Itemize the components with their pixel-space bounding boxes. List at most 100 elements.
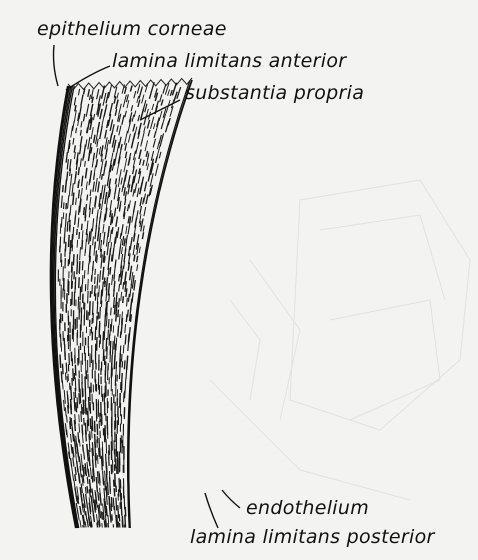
stroma-fiber-dash: [82, 261, 83, 270]
leader-lamina-posterior: [205, 493, 218, 528]
stroma-fiber-dash: [65, 227, 66, 237]
stroma-fiber-dash: [119, 314, 120, 325]
stroma-fiber-dash: [86, 511, 87, 521]
stroma-fiber-dash: [83, 465, 84, 477]
stroma-fiber-dash: [114, 488, 115, 496]
stroma-fiber-dash: [117, 125, 118, 131]
stroma-fiber-dash: [110, 350, 111, 362]
stroma-fiber-dash: [134, 280, 135, 290]
stroma-fiber-dash: [89, 197, 91, 210]
section-top-edge: [68, 78, 192, 90]
stroma-fiber-dash: [91, 127, 93, 139]
stroma-fiber-dash: [105, 192, 107, 204]
stroma-fiber-dash: [79, 206, 80, 215]
stroma-fiber-dash: [79, 415, 80, 423]
stroma-fiber-dash: [120, 331, 121, 338]
stroma-fiber-dash: [107, 242, 109, 255]
stroma-fiber-dash: [119, 514, 120, 521]
stroma-fiber-dash: [114, 275, 115, 281]
stroma-fiber-dash: [100, 109, 102, 119]
stroma-fiber-dash: [111, 319, 112, 332]
stroma-fiber-dash: [138, 115, 140, 121]
stroma-fiber-dash: [69, 186, 70, 197]
stroma-fiber-dash: [138, 100, 140, 108]
stroma-fiber-dash: [149, 188, 151, 196]
stroma-fiber-dash: [86, 181, 87, 189]
stroma-fiber-dash: [69, 251, 70, 264]
stroma-fiber-dash: [126, 314, 127, 322]
stroma-fiber-dash: [92, 476, 93, 483]
stroma-fiber-dash: [133, 189, 134, 196]
stroma-fiber-dash: [143, 198, 144, 205]
stroma-fiber-dash: [115, 109, 117, 116]
stroma-fiber-dash: [73, 193, 74, 205]
stroma-fiber-dash: [74, 97, 75, 105]
stroma-fiber-dash: [79, 439, 80, 446]
label-lamina-limitans-anterior: lamina limitans anterior: [112, 50, 346, 72]
stroma-fiber-dash: [90, 229, 91, 242]
stroma-fiber-dash: [81, 411, 82, 422]
stroma-fiber-dash: [101, 511, 102, 519]
stroma-fiber-dash: [106, 289, 107, 302]
stroma-fiber-dash: [131, 314, 132, 322]
stroma-fiber-dash: [153, 123, 155, 129]
stroma-fiber-dash: [107, 346, 108, 359]
stroma-fiber-dash: [78, 181, 79, 188]
stroma-fiber-dash: [141, 219, 143, 232]
stroma-fiber-dash: [83, 445, 84, 452]
stroma-fiber-dash: [102, 282, 103, 297]
stroma-fiber-dash: [103, 185, 105, 199]
stroma-fiber-dash: [98, 122, 100, 132]
stroma-fiber-dash: [146, 151, 148, 157]
stroma-fiber-dash: [168, 90, 170, 96]
stroma-fiber-dash: [88, 150, 90, 161]
stroma-fiber-dash: [119, 246, 121, 260]
stroma-fiber-dash: [131, 139, 133, 148]
stroma-fiber-dash: [113, 341, 114, 355]
stroma-fiber-dash: [67, 222, 68, 232]
stroma-fiber-dash: [78, 167, 79, 175]
stroma-fiber-dash: [108, 515, 109, 524]
stroma-fiber-dash: [93, 114, 94, 120]
stroma-fiber-dash: [82, 240, 83, 249]
stroma-fiber-dash: [118, 310, 119, 318]
stroma-fiber-dash: [97, 139, 98, 147]
stroma-fiber-dash: [92, 416, 93, 431]
stroma-fiber-dash: [100, 126, 103, 139]
stroma-fiber-dash: [78, 89, 79, 95]
stroma-fiber-dash: [85, 161, 86, 167]
stroma-fiber-dash: [115, 344, 116, 357]
stroma-fiber-dash: [139, 247, 140, 253]
stroma-fiber-dash: [159, 152, 161, 159]
stroma-fiber-dash: [80, 287, 81, 301]
stroma-fiber-dash: [133, 245, 135, 255]
stroma-fiber-dash: [128, 122, 131, 133]
stroma-fiber-dash: [79, 473, 80, 483]
stroma-fiber-dash: [76, 128, 77, 134]
stroma-fiber-dash: [119, 284, 120, 292]
stroma-fiber-dash: [71, 386, 72, 400]
stroma-fiber-dash: [70, 168, 71, 176]
stroma-fiber-dash: [148, 173, 150, 182]
stroma-fiber-dash: [88, 469, 89, 477]
stroma-fiber-dash: [114, 355, 115, 369]
stroma-fiber-dash: [141, 140, 143, 147]
stroma-fiber-dash: [78, 432, 79, 442]
stroma-fiber-dash: [71, 404, 72, 415]
stroma-fiber-dash: [105, 281, 106, 287]
stroma-fiber-dash: [110, 230, 112, 243]
stroma-fiber-dash: [90, 444, 91, 452]
stroma-fiber-dash: [121, 178, 122, 185]
stroma-fiber-dash: [104, 214, 105, 223]
stroma-fiber-dash: [109, 496, 110, 504]
stroma-fiber-dash: [82, 188, 83, 195]
stroma-fiber-dash: [67, 430, 68, 438]
stroma-fiber-dash: [129, 200, 130, 208]
stroma-fiber-dash: [79, 277, 80, 288]
stroma-fiber-dash: [73, 368, 74, 381]
stroma-fiber-dash: [140, 206, 142, 214]
bleed-through-background: [210, 180, 470, 500]
stroma-fiber-dash: [70, 421, 71, 429]
stroma-fiber-dash: [94, 135, 95, 143]
stroma-fiber-dash: [75, 388, 76, 398]
